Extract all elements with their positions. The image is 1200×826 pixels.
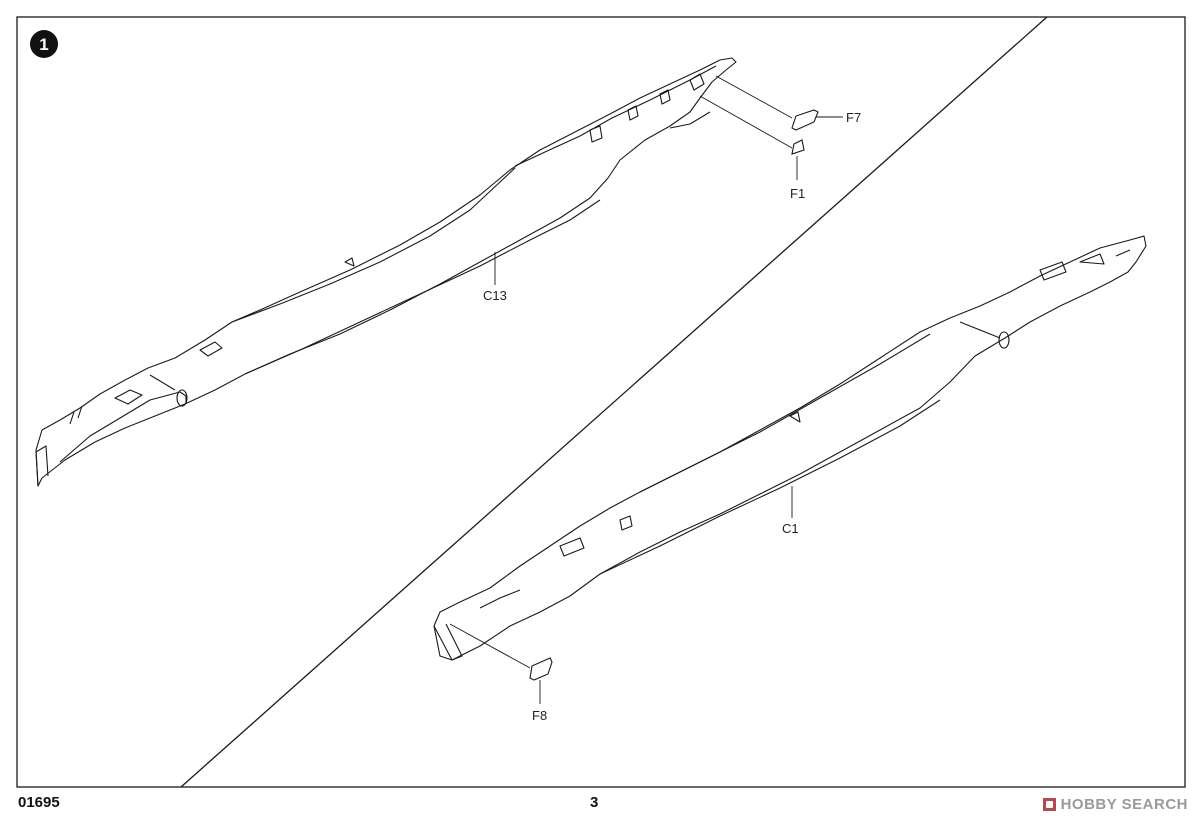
label-c1: C1 bbox=[782, 521, 799, 536]
watermark-text: HOBBY SEARCH bbox=[1060, 796, 1188, 813]
page-number: 3 bbox=[590, 794, 599, 811]
assembly-guides bbox=[449, 75, 793, 669]
catalog-number: 01695 bbox=[18, 794, 60, 811]
label-f8: F8 bbox=[532, 708, 547, 723]
leader-lines bbox=[494, 116, 843, 704]
label-c13: C13 bbox=[483, 288, 507, 303]
fuselage-half-c1 bbox=[433, 235, 1147, 661]
hobby-search-logo-icon bbox=[1042, 798, 1056, 811]
part-f7 bbox=[791, 109, 819, 131]
part-f8 bbox=[529, 657, 553, 681]
fuselage-half-c13 bbox=[35, 57, 737, 487]
part-f1 bbox=[791, 139, 805, 155]
label-f1: F1 bbox=[790, 186, 805, 201]
step-number: 1 bbox=[39, 35, 48, 54]
diagonal-divider bbox=[180, 16, 1048, 788]
watermark: HOBBY SEARCH bbox=[1042, 796, 1188, 813]
label-f7: F7 bbox=[846, 110, 861, 125]
page-frame bbox=[16, 16, 1186, 788]
step-badge: 1 bbox=[30, 30, 58, 58]
